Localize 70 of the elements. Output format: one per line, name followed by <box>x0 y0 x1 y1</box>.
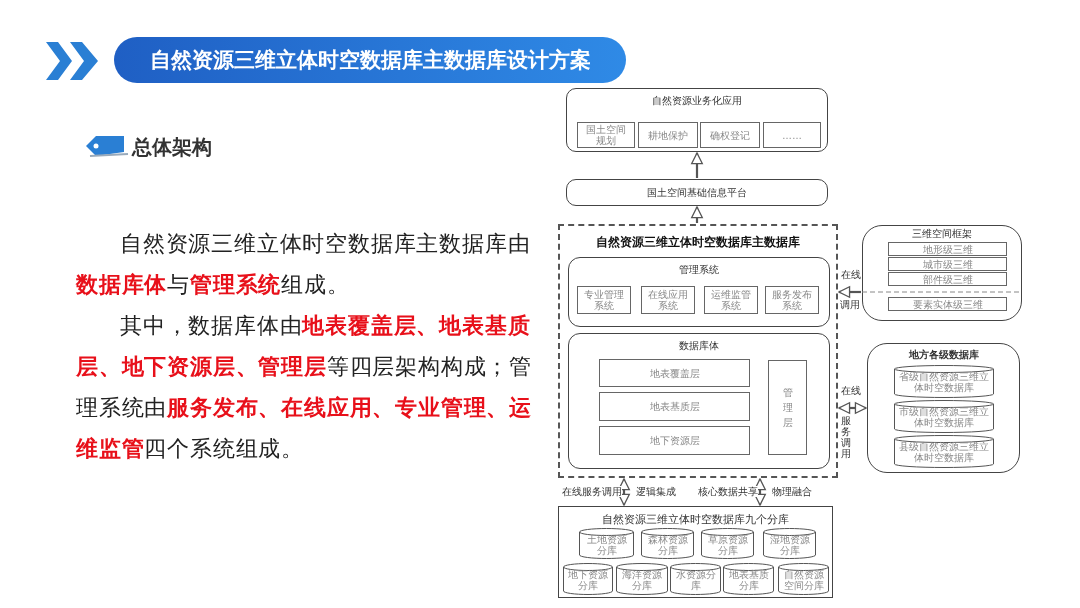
process-box: 地形级三维 <box>888 242 1007 256</box>
process-box: 运维监管系统 <box>704 286 758 314</box>
process-box: 国土空间规划 <box>577 122 635 148</box>
database-cylinder <box>894 400 994 433</box>
box-heading: 管理系统 <box>678 263 720 277</box>
process-box: 管理层 <box>768 360 807 455</box>
database-cylinder <box>579 528 634 559</box>
box-heading: 自然资源业务化应用 <box>651 94 743 108</box>
database-cylinder <box>563 563 613 595</box>
database-cylinder <box>701 528 754 559</box>
box-heading: 自然资源三维立体时空数据库九个分库 <box>601 512 790 527</box>
dashed-container <box>558 224 838 478</box>
box-heading: 数据库体 <box>678 339 720 353</box>
arrow <box>691 206 703 223</box>
arrow <box>618 478 630 506</box>
database-cylinder <box>763 528 816 559</box>
edge-label: 在线 <box>841 269 861 280</box>
cylinder-label: 森林资源分库 <box>646 535 689 556</box>
cylinder-label: 地表基质分库 <box>727 570 770 591</box>
database-cylinder <box>894 435 994 468</box>
process-box: 地表覆盖层 <box>599 359 750 387</box>
side-label: 逻辑集成 <box>636 486 676 497</box>
group-box <box>566 88 828 152</box>
process-box: 地表基质层 <box>599 392 750 421</box>
box-heading: 三维空间框架 <box>911 227 973 241</box>
arrow <box>691 152 703 178</box>
paragraph: 其中，数据库体由地表覆盖层、地表基质层、地下资源层、管理层等四层架构构成；管理系统由服务发布、在线应用、专业管理、运维监管四个系统组成。 <box>76 312 533 463</box>
cylinder-label: 湿地资源分库 <box>768 535 811 556</box>
cylinder-label: 海洋资源分库 <box>621 570 663 591</box>
group-box <box>558 506 833 598</box>
process-box: 城市级三维 <box>888 257 1007 271</box>
process-box: 部件级三维 <box>888 272 1007 286</box>
cylinder-label: 水资源分库 <box>674 570 717 591</box>
database-cylinder <box>670 563 721 595</box>
side-label: 服务调用 <box>841 415 852 459</box>
group-box <box>568 333 830 469</box>
edge-label: 在线 <box>841 385 861 396</box>
database-cylinder <box>778 563 829 595</box>
arrow <box>838 402 867 414</box>
process-box: …… <box>763 122 821 148</box>
group-box <box>568 257 830 327</box>
process-box: 地下资源层 <box>599 426 750 455</box>
section-heading: 总体架构 <box>132 135 212 160</box>
group-box <box>862 225 1022 321</box>
cylinder-label: 自然资源空间分库 <box>782 570 825 591</box>
box-heading: 自然资源三维立体时空数据库主数据库 <box>595 234 801 251</box>
process-box: 专业管理系统 <box>577 286 631 314</box>
process-box: 确权登记 <box>700 122 760 148</box>
box-heading: 地方各级数据库 <box>907 348 980 362</box>
process-box: 服务发布系统 <box>765 286 819 314</box>
process-box: 要素实体级三维 <box>888 297 1007 311</box>
title-banner: 自然资源三维立体时空数据库主数据库设计方案 <box>114 37 626 83</box>
edge-label: 在线服务调用 <box>562 486 622 497</box>
group-box <box>867 343 1020 473</box>
cylinder-label: 土地资源分库 <box>585 535 628 556</box>
database-cylinder <box>641 528 694 559</box>
process-box: 在线应用系统 <box>641 286 695 314</box>
arrow <box>838 286 861 298</box>
database-cylinder <box>723 563 774 595</box>
side-label: 物理融合 <box>772 486 812 497</box>
platform-box: 国土空间基础信息平台 <box>566 179 828 206</box>
cylinder-label: 草原资源分库 <box>706 535 749 556</box>
paragraph: 自然资源三维立体时空数据库主数据库由数据库体与管理系统组成。 <box>76 230 532 299</box>
side-label: 调用 <box>840 299 860 310</box>
cylinder-label: 地下资源分库 <box>567 570 609 591</box>
process-box: 耕地保护 <box>638 122 698 148</box>
arrow <box>754 478 766 506</box>
database-cylinder <box>616 563 668 595</box>
database-cylinder <box>894 365 994 398</box>
edge-label: 核心数据共享 <box>698 486 758 497</box>
